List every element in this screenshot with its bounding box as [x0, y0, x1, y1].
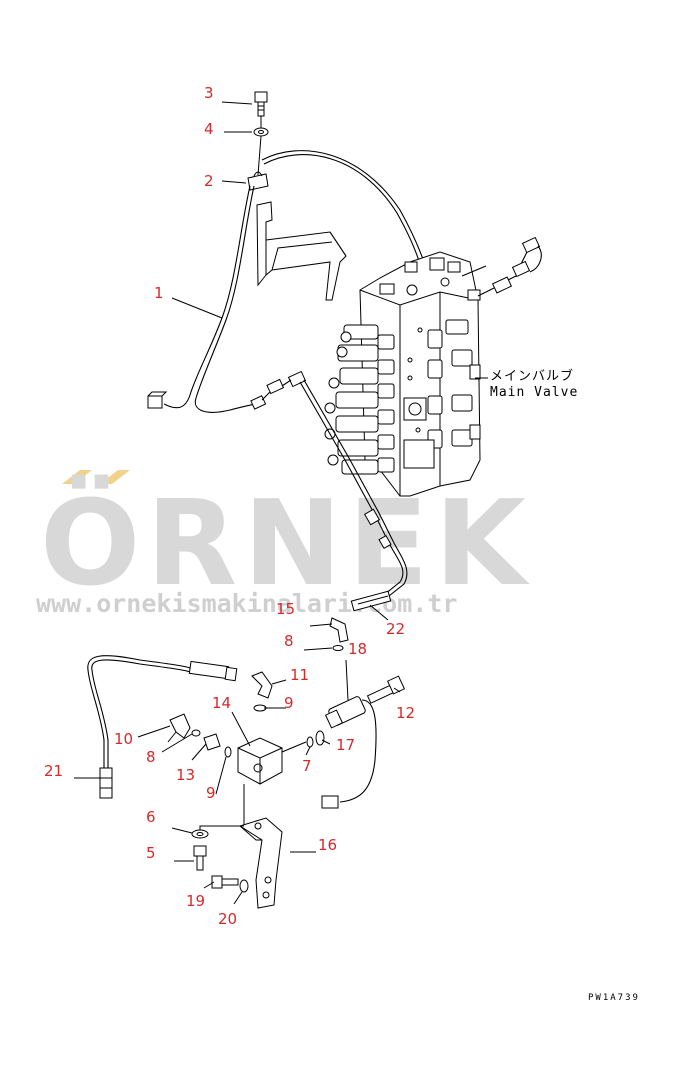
callout-12: 12	[396, 704, 415, 722]
callout-4: 4	[204, 120, 214, 138]
callout-8-lower: 8	[146, 748, 156, 766]
callout-9-upper: 9	[284, 694, 294, 712]
callout-7: 7	[302, 757, 312, 775]
lower-assembly	[87, 617, 406, 909]
watermark-accent-left	[62, 470, 92, 484]
block-14	[237, 737, 283, 785]
bolt-3	[254, 91, 268, 117]
callout-11: 11	[290, 666, 309, 684]
elbow-15	[329, 617, 349, 643]
callout-8-upper: 8	[284, 632, 294, 650]
main-valve: メインバルブ Main Valve	[324, 236, 578, 497]
callout-16: 16	[318, 836, 337, 854]
callout-2: 2	[204, 172, 214, 190]
callout-6: 6	[146, 808, 156, 826]
callout-15: 15	[276, 600, 295, 618]
watermark-url: www.ornekismakinalari.com.tr	[36, 589, 457, 618]
main-valve-label-en: Main Valve	[490, 385, 578, 400]
callouts: 1 2 3 4 5 6 7 8 8 9 9 10 11 12 13 14 15 …	[44, 84, 415, 928]
washer-4	[253, 127, 269, 137]
sensor-18	[321, 696, 377, 809]
upper-assembly	[147, 91, 425, 413]
elbow-10	[169, 713, 191, 739]
watermark: ÖRNEK www.ornekismakinalari.com.tr	[36, 470, 532, 618]
bolt-5	[193, 845, 207, 871]
callout-21: 21	[44, 762, 63, 780]
o-ring-17	[315, 730, 325, 746]
drawing-code: PW1A739	[588, 993, 640, 1003]
callout-17: 17	[336, 736, 355, 754]
pilot-tube	[299, 379, 408, 612]
o-ring-9-mid	[224, 746, 232, 758]
callout-14: 14	[212, 694, 231, 712]
harness-wire-1	[163, 185, 251, 409]
callout-13: 13	[176, 766, 195, 784]
o-ring-7	[306, 736, 314, 748]
tube-21	[87, 655, 191, 770]
bracket-plate	[256, 201, 347, 301]
callout-18: 18	[348, 640, 367, 658]
washer-20	[239, 879, 249, 893]
callout-3: 3	[204, 84, 214, 102]
callout-22: 22	[386, 620, 405, 638]
bolt-19	[211, 875, 239, 889]
callout-19: 19	[186, 892, 205, 910]
o-ring-8-top	[332, 645, 344, 651]
elbow-11	[251, 671, 273, 699]
callout-1: 1	[154, 284, 164, 302]
leader-lines	[74, 101, 401, 905]
callout-5: 5	[146, 844, 156, 862]
clamp-2	[247, 171, 269, 191]
watermark-brand: ÖRNEK	[40, 474, 532, 612]
bracket-16	[238, 817, 283, 909]
connector-valve-left	[250, 370, 307, 410]
callout-9-lower: 9	[206, 784, 216, 802]
callout-20: 20	[218, 910, 237, 928]
main-valve-label-jp: メインバルブ	[490, 368, 574, 384]
watermark-accent-right	[100, 470, 130, 484]
washer-6	[191, 829, 209, 839]
o-ring-8-mid	[191, 729, 201, 737]
bolt-12	[366, 675, 406, 704]
connector-left	[147, 395, 163, 409]
fitting-13	[203, 733, 221, 751]
valve-spools	[324, 324, 395, 475]
callout-10: 10	[114, 730, 133, 748]
